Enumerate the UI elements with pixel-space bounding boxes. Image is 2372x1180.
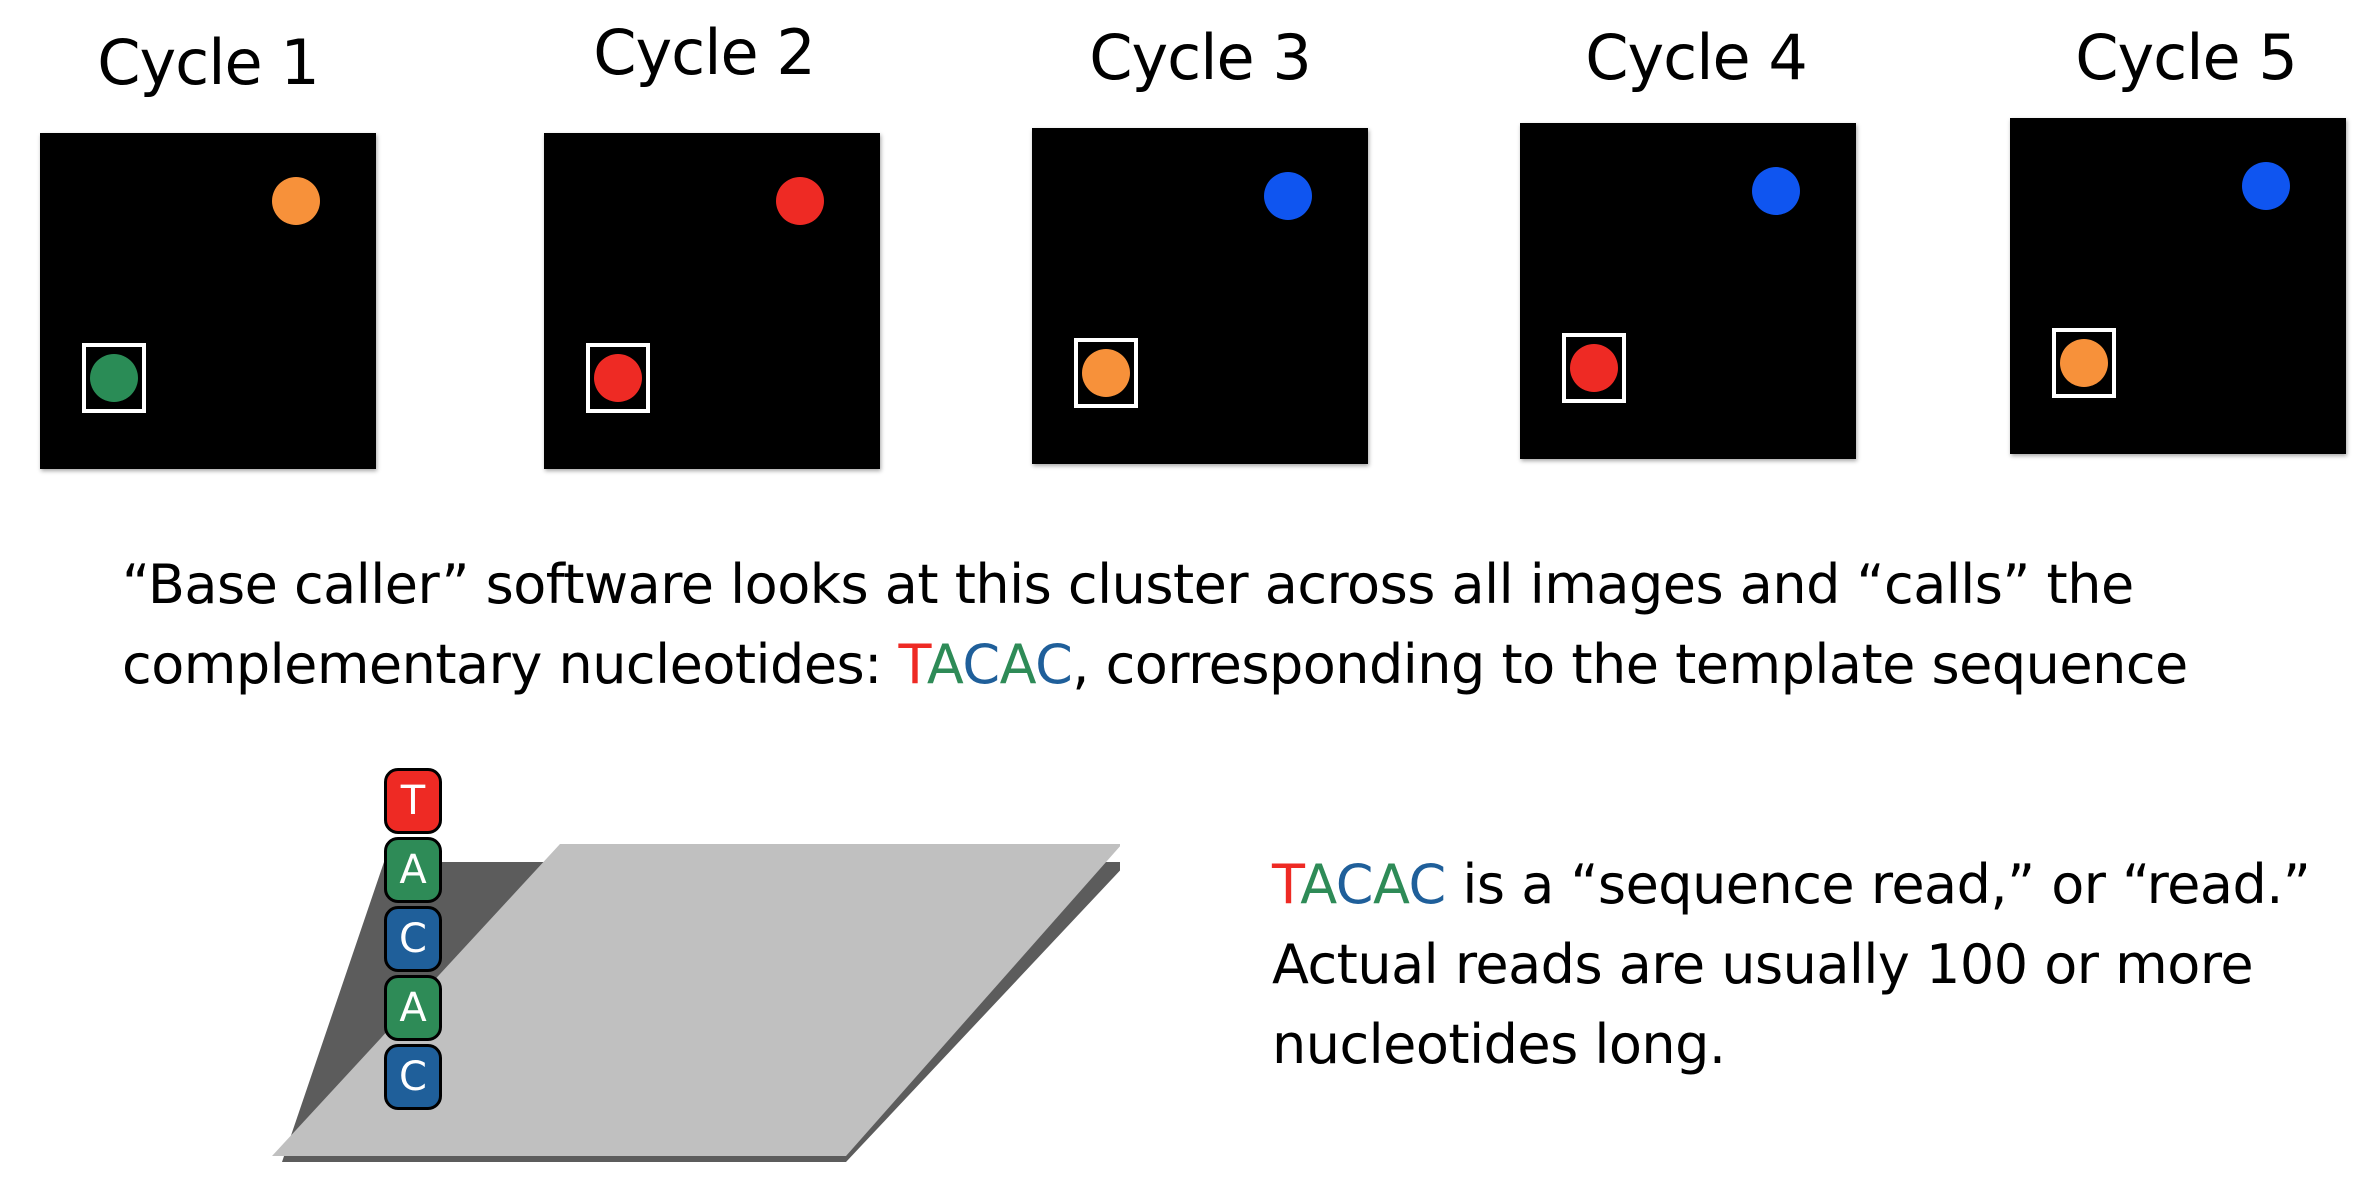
read-note-line-1: TACAC is a “sequence read,” or “read.” <box>1272 845 2311 925</box>
nucleotide-letter-C: C <box>1335 853 1374 916</box>
tracked-cluster-box <box>1074 338 1138 408</box>
nucleotide-letter-A: A <box>926 633 963 696</box>
cluster-spot <box>272 177 320 225</box>
description-line-1: “Base caller” software looks at this clu… <box>122 553 2134 616</box>
cycle-1-image <box>40 133 376 469</box>
cycle-5-image <box>2010 118 2346 454</box>
description-prefix: complementary nucleotides: <box>122 633 899 696</box>
cycle-2-title: Cycle 2 <box>593 16 816 89</box>
nucleotide-letter-A: A <box>1373 853 1409 916</box>
read-nucleotide-C: C <box>384 1044 442 1110</box>
tracked-cluster-spot <box>1570 344 1618 392</box>
cluster-spot <box>2242 162 2290 210</box>
tracked-cluster-spot <box>90 354 138 402</box>
description-suffix: , corresponding to the template sequence <box>1072 633 2188 696</box>
cycle-5-title: Cycle 5 <box>2075 21 2298 94</box>
nucleotide-letter-A: A <box>1300 853 1336 916</box>
cycle-4-image <box>1520 123 1856 459</box>
read-nucleotide-A: A <box>384 975 442 1041</box>
read-note: TACAC is a “sequence read,” or “read.” A… <box>1272 845 2311 1085</box>
cycle-1-title: Cycle 1 <box>97 26 320 99</box>
tracked-cluster-box <box>1562 333 1626 403</box>
base-caller-description: “Base caller” software looks at this clu… <box>122 545 2188 705</box>
cluster-spot <box>1752 167 1800 215</box>
read-note-line-2: Actual reads are usually 100 or more <box>1272 933 2254 996</box>
description-line-2: complementary nucleotides: TACAC, corres… <box>122 625 2188 705</box>
flow-cell-platform <box>272 844 1120 1162</box>
cycle-3-image <box>1032 128 1368 464</box>
nucleotide-letter-C: C <box>962 633 1000 696</box>
read-nucleotide-C: C <box>384 906 442 972</box>
tracked-cluster-spot <box>594 354 642 402</box>
cycle-2-image <box>544 133 880 469</box>
nucleotide-letter-T: T <box>898 633 928 696</box>
read-note-line-1-text: is a “sequence read,” or “read.” <box>1445 853 2311 916</box>
cycle-3-title: Cycle 3 <box>1089 21 1312 94</box>
cycle-4-title: Cycle 4 <box>1585 21 1808 94</box>
tracked-cluster-spot <box>2060 339 2108 387</box>
platform-surface <box>272 844 1120 1156</box>
tracked-cluster-box <box>2052 328 2116 398</box>
tracked-cluster-box <box>82 343 146 413</box>
cluster-spot <box>776 177 824 225</box>
read-note-letters: TACAC <box>1272 853 1446 916</box>
nucleotide-letter-A: A <box>999 633 1036 696</box>
nucleotide-letter-T: T <box>1272 853 1301 916</box>
nucleotide-letter-C: C <box>1408 853 1447 916</box>
tracked-cluster-spot <box>1082 349 1130 397</box>
read-nucleotide-A: A <box>384 837 442 903</box>
cluster-spot <box>1264 172 1312 220</box>
called-read-letters: TACAC <box>899 633 1073 696</box>
read-note-line-3: nucleotides long. <box>1272 1013 1726 1076</box>
tracked-cluster-box <box>586 343 650 413</box>
read-nucleotide-T: T <box>384 768 442 834</box>
nucleotide-letter-C: C <box>1035 633 1073 696</box>
